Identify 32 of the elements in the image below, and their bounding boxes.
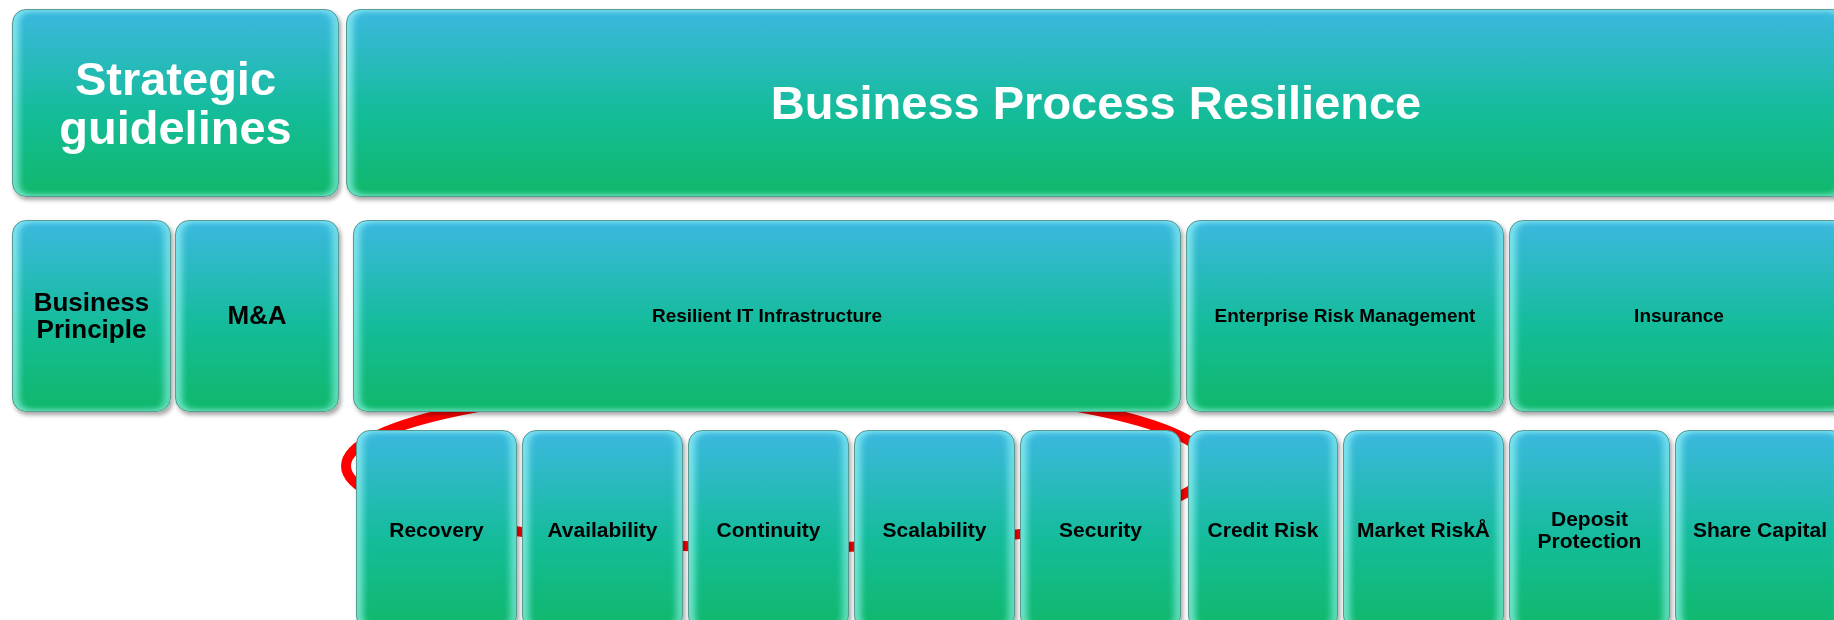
tile-label: Availability	[547, 518, 658, 541]
tile-label: Enterprise Risk Management	[1214, 306, 1476, 326]
category-tile	[356, 430, 517, 620]
category-tile	[12, 9, 339, 197]
tile-label: Scalability	[882, 518, 987, 541]
category-tile	[1509, 430, 1670, 620]
category-tile	[175, 220, 339, 412]
tile-label: Credit Risk	[1207, 518, 1319, 541]
category-tile	[12, 220, 171, 412]
tile-label: Strategic guidelines	[58, 53, 293, 153]
tile-label: Deposit Protection	[1536, 507, 1643, 553]
category-tile	[1343, 430, 1504, 620]
tile-label: Recovery	[389, 518, 484, 541]
tile-label: Share Capital	[1692, 518, 1828, 541]
tile-label: Business Process Resilience	[770, 78, 1422, 128]
category-tile	[1186, 220, 1504, 412]
tile-label: Security	[1059, 518, 1142, 541]
category-tile	[346, 9, 1834, 197]
category-tile	[854, 430, 1015, 620]
category-tile	[1020, 430, 1181, 620]
tile-label: Continuity	[716, 518, 821, 541]
category-tile	[688, 430, 849, 620]
category-tile	[353, 220, 1181, 412]
tile-label: Market RiskÅ	[1356, 518, 1491, 541]
tile-label: Insurance	[1634, 306, 1724, 326]
category-tile	[1188, 430, 1338, 620]
category-tile	[1509, 220, 1834, 412]
category-tile	[522, 430, 683, 620]
category-tile	[1675, 430, 1834, 620]
tile-label: Business Principle	[32, 288, 151, 344]
tile-label: M&A	[227, 302, 287, 330]
tile-label: Resilient IT Infrastructure	[651, 306, 883, 326]
